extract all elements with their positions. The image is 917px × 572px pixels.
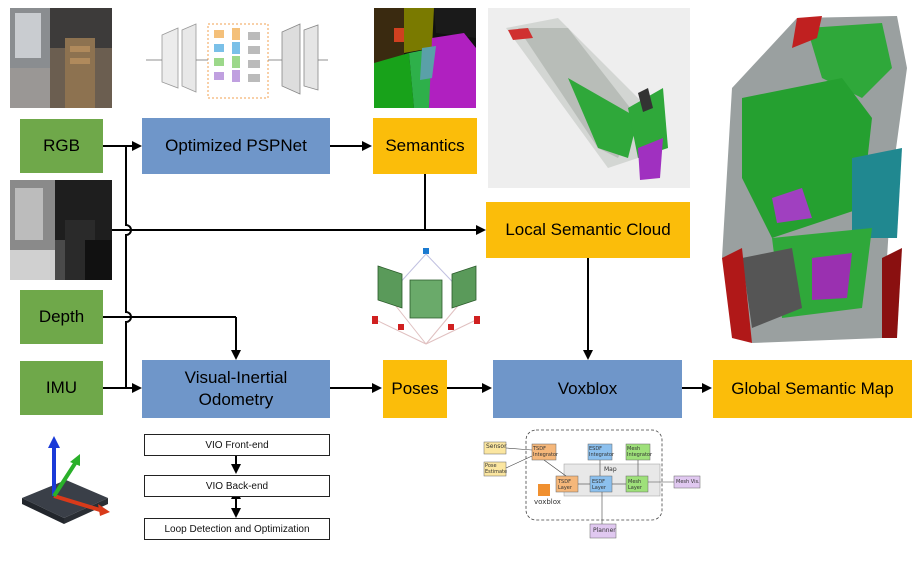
voxblox-mesh-vis-label: Mesh Vis.	[676, 479, 700, 485]
rgb-input: RGB	[20, 119, 103, 173]
voxblox-pose-label: Pose Estimate	[485, 463, 508, 475]
global-map-image	[712, 8, 912, 360]
voxblox-module: Voxblox	[493, 360, 682, 418]
voxblox-planner-label: Planner	[593, 527, 616, 534]
semantics-label: Semantics	[385, 136, 465, 155]
local-cloud-image	[488, 8, 690, 188]
vio-back-end-label: VIO Back-end	[205, 480, 269, 492]
imu-label: IMU	[45, 378, 78, 397]
loop-detection-label: Loop Detection and Optimization	[164, 523, 310, 535]
camera-poses-image	[368, 246, 486, 350]
pspnet-architecture-image	[140, 10, 330, 108]
imu-input: IMU	[20, 361, 103, 415]
voxblox-esdf-layer-label: ESDF Layer	[592, 479, 606, 491]
vio-module: Visual-Inertial Odometry	[142, 360, 330, 418]
loop-detection-step: Loop Detection and Optimization	[144, 518, 330, 540]
voxblox-tsdf-layer-label: TSDF Layer	[558, 479, 572, 491]
voxblox-mesh-integrator-label: Mesh Integrator	[627, 446, 653, 458]
vio-front-end-step: VIO Front-end	[144, 434, 330, 456]
vio-label: Visual-Inertial Odometry	[184, 368, 288, 409]
poses-module: Poses	[383, 360, 447, 418]
voxblox-tsdf-integrator-label: TSDF Integrator	[533, 446, 559, 458]
semantic-segmentation-image	[374, 8, 476, 108]
depth-image	[10, 180, 112, 280]
imu-chip-image	[14, 432, 114, 532]
rgb-image	[10, 8, 112, 108]
global-semantic-map-module: Global Semantic Map	[713, 360, 912, 418]
voxblox-sensor-label: Sensor	[486, 443, 507, 450]
voxblox-label: Voxblox	[557, 379, 618, 398]
pspnet-label: Optimized PSPNet	[165, 136, 307, 155]
local-semantic-cloud-module: Local Semantic Cloud	[486, 202, 690, 258]
poses-label: Poses	[391, 379, 439, 398]
local-semantic-cloud-label: Local Semantic Cloud	[505, 220, 671, 239]
global-semantic-map-label: Global Semantic Map	[731, 379, 894, 398]
rgb-label: RGB	[43, 136, 80, 155]
semantics-module: Semantics	[373, 118, 477, 174]
vio-front-end-label: VIO Front-end	[205, 439, 269, 451]
depth-input: Depth	[20, 290, 103, 344]
voxblox-architecture-image: Sensor Pose Estimate TSDF Integrator ESD…	[480, 428, 712, 548]
voxblox-logo-text: voxblox	[534, 498, 561, 506]
voxblox-mesh-layer-label: Mesh Layer	[628, 479, 642, 491]
pspnet-module: Optimized PSPNet	[142, 118, 330, 174]
depth-label: Depth	[38, 307, 85, 326]
voxblox-map-label: Map	[604, 466, 617, 473]
vio-back-end-step: VIO Back-end	[144, 475, 330, 497]
voxblox-esdf-integrator-label: ESDF Integrator	[589, 446, 615, 458]
